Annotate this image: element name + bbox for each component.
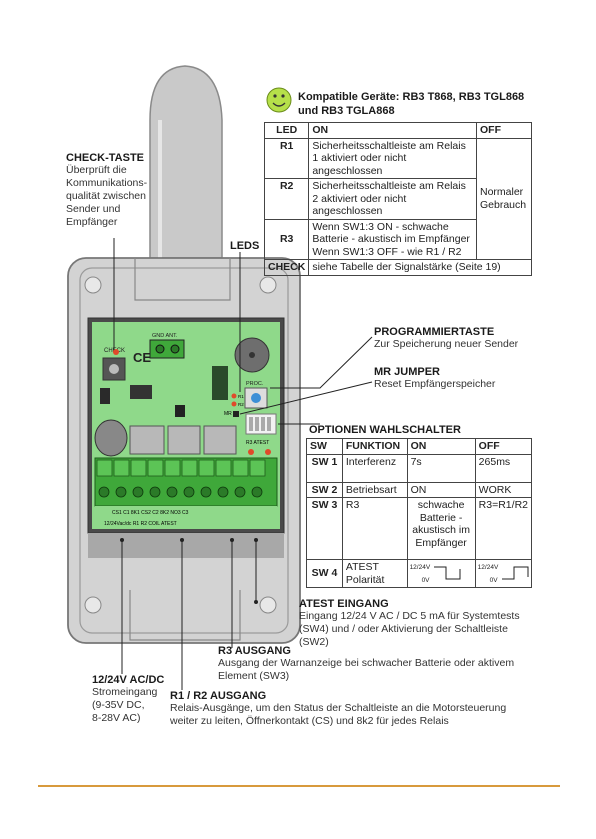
sw3-on: schwache Batterie - akustisch im Empfäng… [406,497,476,560]
sw4-on-v: 12/24V [409,564,431,571]
sw4-func-1: ATEST [345,561,379,573]
sw-header-sw: SW [306,438,343,455]
leds-label: LEDS [230,240,260,252]
sw4-func: ATEST Polarität [341,559,408,588]
check-desc-2: Kommunikations- [66,177,148,189]
led-table: LED ON OFF R1 Sicherheitsschaltleiste am… [263,122,532,276]
led-check: CHECK [263,259,310,276]
atest-title: ATEST EINGANG [299,598,389,610]
sw2-func: Betriebsart [341,481,408,498]
led-r3: R3 [263,218,310,260]
sw1: SW 1 [306,453,343,483]
led-header-on: ON [308,122,477,139]
sw-table: SW FUNKTION ON OFF SW 1 Interferenz 7s 2… [306,438,533,588]
sw3: SW 3 [306,497,343,560]
sw3-off: R3=R1/R2 [474,497,533,560]
sw4-off-v: 12/24V [477,564,499,571]
svg-text:PROC.: PROC. [246,381,264,387]
prog-title: PROGRAMMIERTASTE [374,326,495,338]
led-header-led: LED [263,122,310,139]
r12-annotation: R1 / R2 AUSGANG Relais-Ausgänge, um den … [170,690,560,728]
rising-edge-icon [501,566,529,580]
svg-text:MR: MR [224,411,232,417]
prog-annotation: PROGRAMMIERTASTE Zur Speicherung neuer S… [374,326,518,351]
falling-edge-icon [433,566,461,580]
led-off-merged: Normaler Gebrauch [476,137,532,260]
r3-desc-2: Element (SW3) [218,670,290,682]
mr-desc: Reset Empfängerspeicher [374,378,496,390]
mr-title: MR JUMPER [374,366,441,378]
check-annotation: CHECK-TASTE Überprüft die Kommunikations… [66,152,156,229]
antenna [149,65,223,259]
check-desc-3: qualität zwischen [66,190,146,202]
led-r2-on: Sicherheitsschaltleiste am Relais 2 akti… [308,178,477,220]
sw-header-func: FUNKTION [341,438,408,455]
r3-desc-1: Ausgang der Warnanzeige bei schwacher Ba… [218,657,515,669]
check-title: CHECK-TASTE [66,152,145,164]
svg-text:R2: R2 [238,402,244,407]
atest-desc-1: Eingang 12/24 V AC / DC 5 mA für Systemt… [299,610,520,622]
sw4-func-2: Polarität [345,573,385,586]
check-desc-1: Überprüft die [66,164,127,176]
svg-text:12/24Vac/dc R1 R2: 12/24Vac/dc R1 R2 COIL ATEST [104,521,177,527]
svg-text:CS1 C1 8K1 CS2 C2 8K2 NO3 C3: CS1 C1 8K1 CS2 C2 8K2 NO3 C3 [112,510,189,516]
footer-rule [38,785,560,787]
compat-title: Kompatible Geräte: RB3 T868, RB3 TGL868 … [298,90,548,118]
atest-annotation: ATEST EINGANG Eingang 12/24 V AC / DC 5 … [299,598,559,649]
svg-text:GND ANT.: GND ANT. [152,333,178,339]
atest-desc-3: (SW2) [299,636,329,648]
sw2-off: WORK [474,481,533,498]
check-desc-4: Sender und [66,203,121,215]
svg-text:R1: R1 [238,394,244,399]
sw4-off-0: 0V [489,577,498,584]
power-annotation: 12/24V AC/DC Stromeingang (9-35V DC, 8-2… [92,674,182,725]
power-desc-2: (9-35V DC, [92,699,145,711]
sw-header-off: OFF [474,438,533,455]
sw2: SW 2 [306,481,343,498]
sw4-on-0: 0V [421,577,430,584]
led-r2: R2 [263,178,310,220]
sw4: SW 4 [306,559,343,588]
svg-text:CE: CE [133,350,151,365]
r3-title: R3 AUSGANG [218,645,291,657]
sw4-off: 12/24V 0V [474,559,533,588]
sw3-func: R3 [341,497,408,560]
smiley-icon [266,87,292,113]
led-r3-on-3: Wenn SW1:3 OFF - wie R1 / R2 [312,245,462,258]
led-r3-on-1: Wenn SW1:3 ON - schwache [312,220,449,233]
svg-text:R3 ATEST: R3 ATEST [246,440,269,446]
check-desc-5: Empfänger [66,216,118,228]
led-r3-on-2: Batterie - akustisch im Empfänger [312,233,470,245]
r12-title: R1 / R2 AUSGANG [170,690,267,702]
power-desc-3: 8-28V AC) [92,712,141,724]
prog-desc: Zur Speicherung neuer Sender [374,338,519,350]
compat-line2: und RB3 TGLA868 [298,105,395,117]
led-r1: R1 [263,137,310,179]
sw-header-on: ON [406,438,476,455]
r3-annotation: R3 AUSGANG Ausgang der Warnanzeige bei s… [218,645,548,683]
r12-desc-2: weiter zu leiten, Öffnerkontakt (CS) und… [170,715,449,727]
sw1-on: 7s [406,453,476,483]
led-r1-on: Sicherheitsschaltleiste am Relais 1 akti… [308,137,477,179]
power-desc-1: Stromeingang [92,686,158,698]
compat-line1: Kompatible Geräte: RB3 T868, RB3 TGL868 [298,91,525,103]
led-check-on: siehe Tabelle der Signalstärke (Seite 19… [308,259,532,276]
sw1-func: Interferenz [341,453,408,483]
sw4-on: 12/24V 0V [406,559,476,588]
atest-desc-2: (SW4) und / oder Aktivierung der Schaltl… [299,623,508,635]
opt-title: OPTIONEN WAHLSCHALTER [309,424,461,436]
led-r3-on: Wenn SW1:3 ON - schwache Batterie - akus… [308,218,477,260]
sw2-on: ON [406,481,476,498]
mr-annotation: MR JUMPER Reset Empfängerspeicher [374,366,495,391]
sw1-off: 265ms [474,453,533,483]
power-title: 12/24V AC/DC [92,674,165,686]
r12-desc-1: Relais-Ausgänge, um den Status der Schal… [170,702,507,714]
led-header-off: OFF [476,122,532,139]
